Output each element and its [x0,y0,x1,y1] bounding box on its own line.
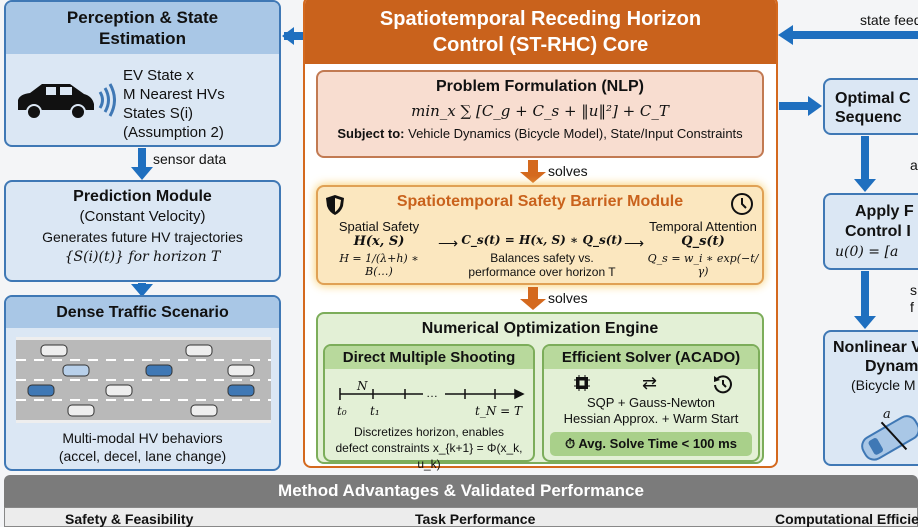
center-desc2: performance over horizon T [468,265,616,279]
refresh-icon: ⇄ [642,373,658,393]
barrier-title: Spatiotemporal Safety Barrier Module [396,193,684,210]
bicycle-car-icon [861,415,918,461]
solver-line1: SQP + Gauss-Newton [586,395,715,410]
arrow-solves-1 [520,160,546,183]
clock-icon [730,192,754,221]
car-accel-label: a [883,407,891,422]
t1-label: t₁ [370,404,380,418]
n-label: N [357,379,368,393]
solves-label-1: solves [548,163,588,179]
highway-illustration [16,337,271,423]
arrow1-label: a [910,157,918,173]
spatial-label: Spatial Safety [338,219,420,234]
arrow-to-optimal [779,102,809,110]
traffic-line2: (accel, decel, lane change) [58,448,227,464]
t0-label: t₀ [337,404,347,418]
sensor-data-label: sensor data [153,151,227,167]
advantage-safety: Safety & Feasibility [65,511,194,527]
nlp-title: Problem Formulation (NLP) [436,78,644,95]
center-desc1: Balances safety vs. [490,251,594,265]
tn-label: t_N = T [475,404,523,418]
arrow2-label-a: s [910,282,917,298]
temporal-symbol: Q_s(t) [681,234,725,249]
perception-title: Perception & State Estimation [6,2,279,54]
arrow-right-1: ⟶ [438,235,459,251]
optimal-box: Optimal C Sequenc [823,78,918,135]
engine-box: Numerical Optimization Engine Direct Mul… [316,312,764,471]
dots: … [426,386,438,400]
apply-box: Apply F Control I u(0) = [a [823,193,918,270]
arrow-apply-dynamics [854,271,876,329]
cs-equation: C_s(t) = H(x, S) ∗ Q_s(t) [461,233,623,247]
bottom-title: Method Advantages & Validated Performanc… [278,481,644,500]
nonlinear-line2: Dynam [865,358,918,375]
assumption: (Assumption 2) [123,124,224,141]
bottom-banner: Method Advantages & Validated Performanc… [4,475,918,507]
solver-line2: Hessian Approx. + Warm Start [563,411,739,426]
bottom-panel: Safety & Feasibility Task Performance Co… [4,507,918,527]
arrow-solves-2 [520,287,546,310]
nearest-hvs: M Nearest HVs [123,86,225,103]
prediction-subtitle: (Constant Velocity) [79,208,206,225]
history-icon [712,373,734,400]
traffic-title: Dense Traffic Scenario [6,297,279,328]
solver-box: Efficient Solver (ACADO) ⇄ SQP + Gauss-N… [542,344,760,462]
arrow-to-perception [284,32,304,40]
prediction-box: Prediction Module (Constant Velocity) Ge… [4,180,281,282]
solves-label-2: solves [548,290,588,306]
solve-time: Avg. Solve Time < 100 ms [578,436,737,451]
apply-eq: u(0) = [a [835,244,899,260]
perception-box: Perception & State Estimation EV State x… [4,0,281,147]
arrow2-label-b: f [910,299,914,315]
arrow-traffic [131,283,153,297]
engine-title: Numerical Optimization Engine [421,320,659,337]
barrier-box: Spatiotemporal Safety Barrier Module Spa… [316,185,764,285]
temporal-label: Temporal Attention [649,219,757,234]
arrow-right-2: ⟶ [624,235,645,251]
arrow-optimal-apply [854,136,876,192]
spatial-equation: H = 1/(λ+h) ∗ B(…) [339,252,419,278]
apply-line2: Control I [845,223,911,240]
prediction-line1: Generates future HV trajectories [42,229,243,245]
prediction-title: Prediction Module [73,188,212,205]
time-axis-diagram [339,388,525,400]
state-feedback-arrow [792,31,918,39]
stopwatch-icon: ⏱ [565,436,576,451]
shield-icon [325,194,345,221]
state-feedback-label: state feed [860,12,918,28]
ev-state: EV State x [123,67,194,84]
subject-label: Subject to: [337,126,405,141]
dms-box: Direct Multiple Shooting N … t₀ t₁ t_N =… [323,344,535,471]
traffic-line1: Multi-modal HV behaviors [62,430,223,446]
apply-line1: Apply F [855,203,914,220]
dms-desc2: defect constraints x_{k+1} = Φ(x_k, u_k) [335,441,523,471]
car-icon [16,80,116,125]
advantage-performance: Task Performance [415,511,536,527]
hv-states: States S(i) [123,105,194,122]
arrow-sensor [131,148,153,180]
dms-desc1: Discretizes horizon, enables [353,425,505,439]
solve-time-badge: ⏱ Avg. Solve Time < 100 ms [550,432,752,456]
dynamics-box: Nonlinear V Dynam (Bicycle M a [823,330,918,466]
nonlinear-line1: Nonlinear V [833,339,918,356]
spatial-symbol: H(x, S) [353,234,405,249]
advantage-efficiency: Computational Efficiency [775,511,918,527]
temporal-equation: Q_s = w_i ∗ exp(−t/γ) [647,252,759,278]
nonlinear-line3: (Bicycle M [851,377,916,393]
chip-icon [572,373,592,398]
prediction-line2: {S(i)(t)} for horizon T [64,249,221,265]
nlp-box: Problem Formulation (NLP) min_x ∑ [C_g +… [316,70,764,158]
dms-title: Direct Multiple Shooting [325,346,533,369]
core-title: Spatiotemporal Receding Horizon Control … [305,0,776,64]
solver-title: Efficient Solver (ACADO) [544,346,758,369]
nlp-formula: min_x ∑ [C_g + C_s + ‖u‖²] + C_T [411,102,669,120]
traffic-box: Dense Traffic Scenario Multi-modal HV be… [4,295,281,471]
subject-text: Vehicle Dynamics (Bicycle Model), State/… [404,126,743,141]
optimal-text: Optimal C Sequenc [835,90,911,126]
